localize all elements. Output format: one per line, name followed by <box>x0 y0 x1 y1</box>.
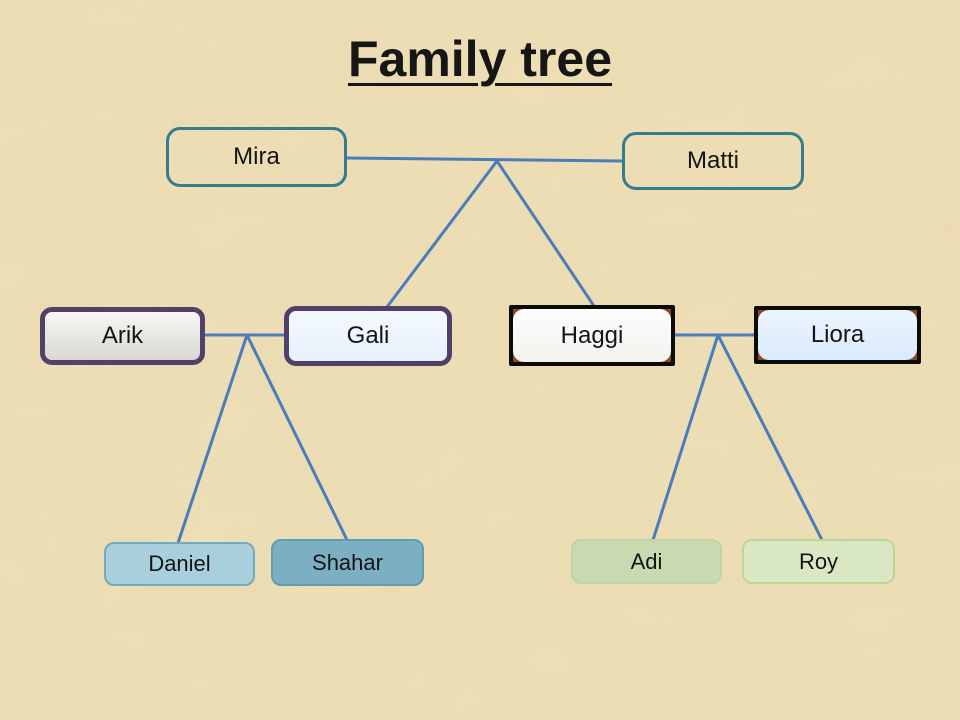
node-matti[interactable]: Matti <box>622 132 804 190</box>
node-shahar[interactable]: Shahar <box>271 539 424 586</box>
connector-to-daniel[interactable] <box>176 333 249 545</box>
node-adi[interactable]: Adi <box>571 539 722 584</box>
connector-to-roy[interactable] <box>716 333 824 542</box>
connector-parents-to-haggi[interactable] <box>495 159 596 308</box>
node-label: Gali <box>346 322 390 349</box>
node-label: Shahar <box>312 549 383 575</box>
connector-mira-matti[interactable] <box>345 156 624 163</box>
node-inner: Haggi <box>513 309 671 362</box>
node-liora[interactable]: Liora <box>754 306 921 364</box>
connector-to-shahar[interactable] <box>245 333 349 542</box>
node-roy[interactable]: Roy <box>742 539 895 584</box>
node-label: Adi <box>630 548 663 574</box>
node-label: Haggi <box>560 321 624 349</box>
node-daniel[interactable]: Daniel <box>104 542 255 586</box>
node-gali[interactable]: Gali <box>284 306 452 366</box>
node-label: Mira <box>233 143 280 170</box>
node-label: Liora <box>810 321 865 348</box>
node-label: Arik <box>101 322 144 349</box>
node-label: Daniel <box>148 551 211 576</box>
node-label: Roy <box>798 548 839 574</box>
node-inner: Liora <box>758 310 917 360</box>
slide-title: Family tree <box>347 31 612 87</box>
node-mira[interactable]: Mira <box>166 127 347 187</box>
connector-to-adi[interactable] <box>651 333 720 542</box>
node-label: Matti <box>686 147 739 174</box>
connector-parents-to-gali[interactable] <box>385 159 499 309</box>
node-arik[interactable]: Arik <box>40 307 205 365</box>
node-haggi[interactable]: Haggi <box>509 305 675 366</box>
